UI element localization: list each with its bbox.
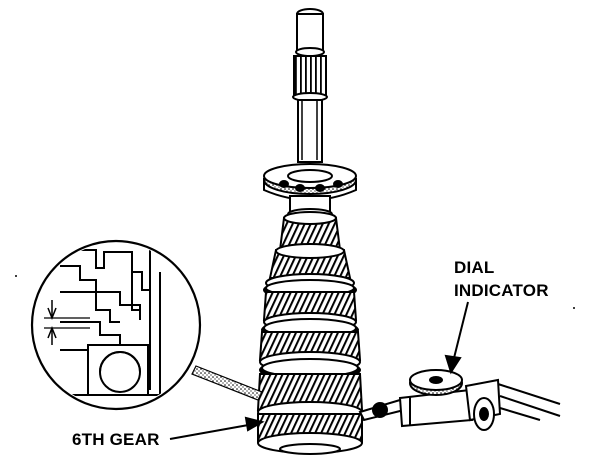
speck [573,307,575,309]
dial-indicator-arrow [444,301,469,375]
mainshaft [292,8,328,163]
detail-magnifier [30,239,202,411]
magnifier-leader [191,365,263,401]
sixth-gear-arrow [169,416,265,440]
dial-indicator-label-line2: INDICATOR [454,281,549,300]
bearing [263,163,357,201]
speck [15,275,17,277]
sixth-gear-label: 6TH GEAR [72,430,160,449]
dial-indicator [358,369,561,431]
gear-stack [256,195,364,455]
dial-indicator-label-line1: DIAL [454,258,495,277]
